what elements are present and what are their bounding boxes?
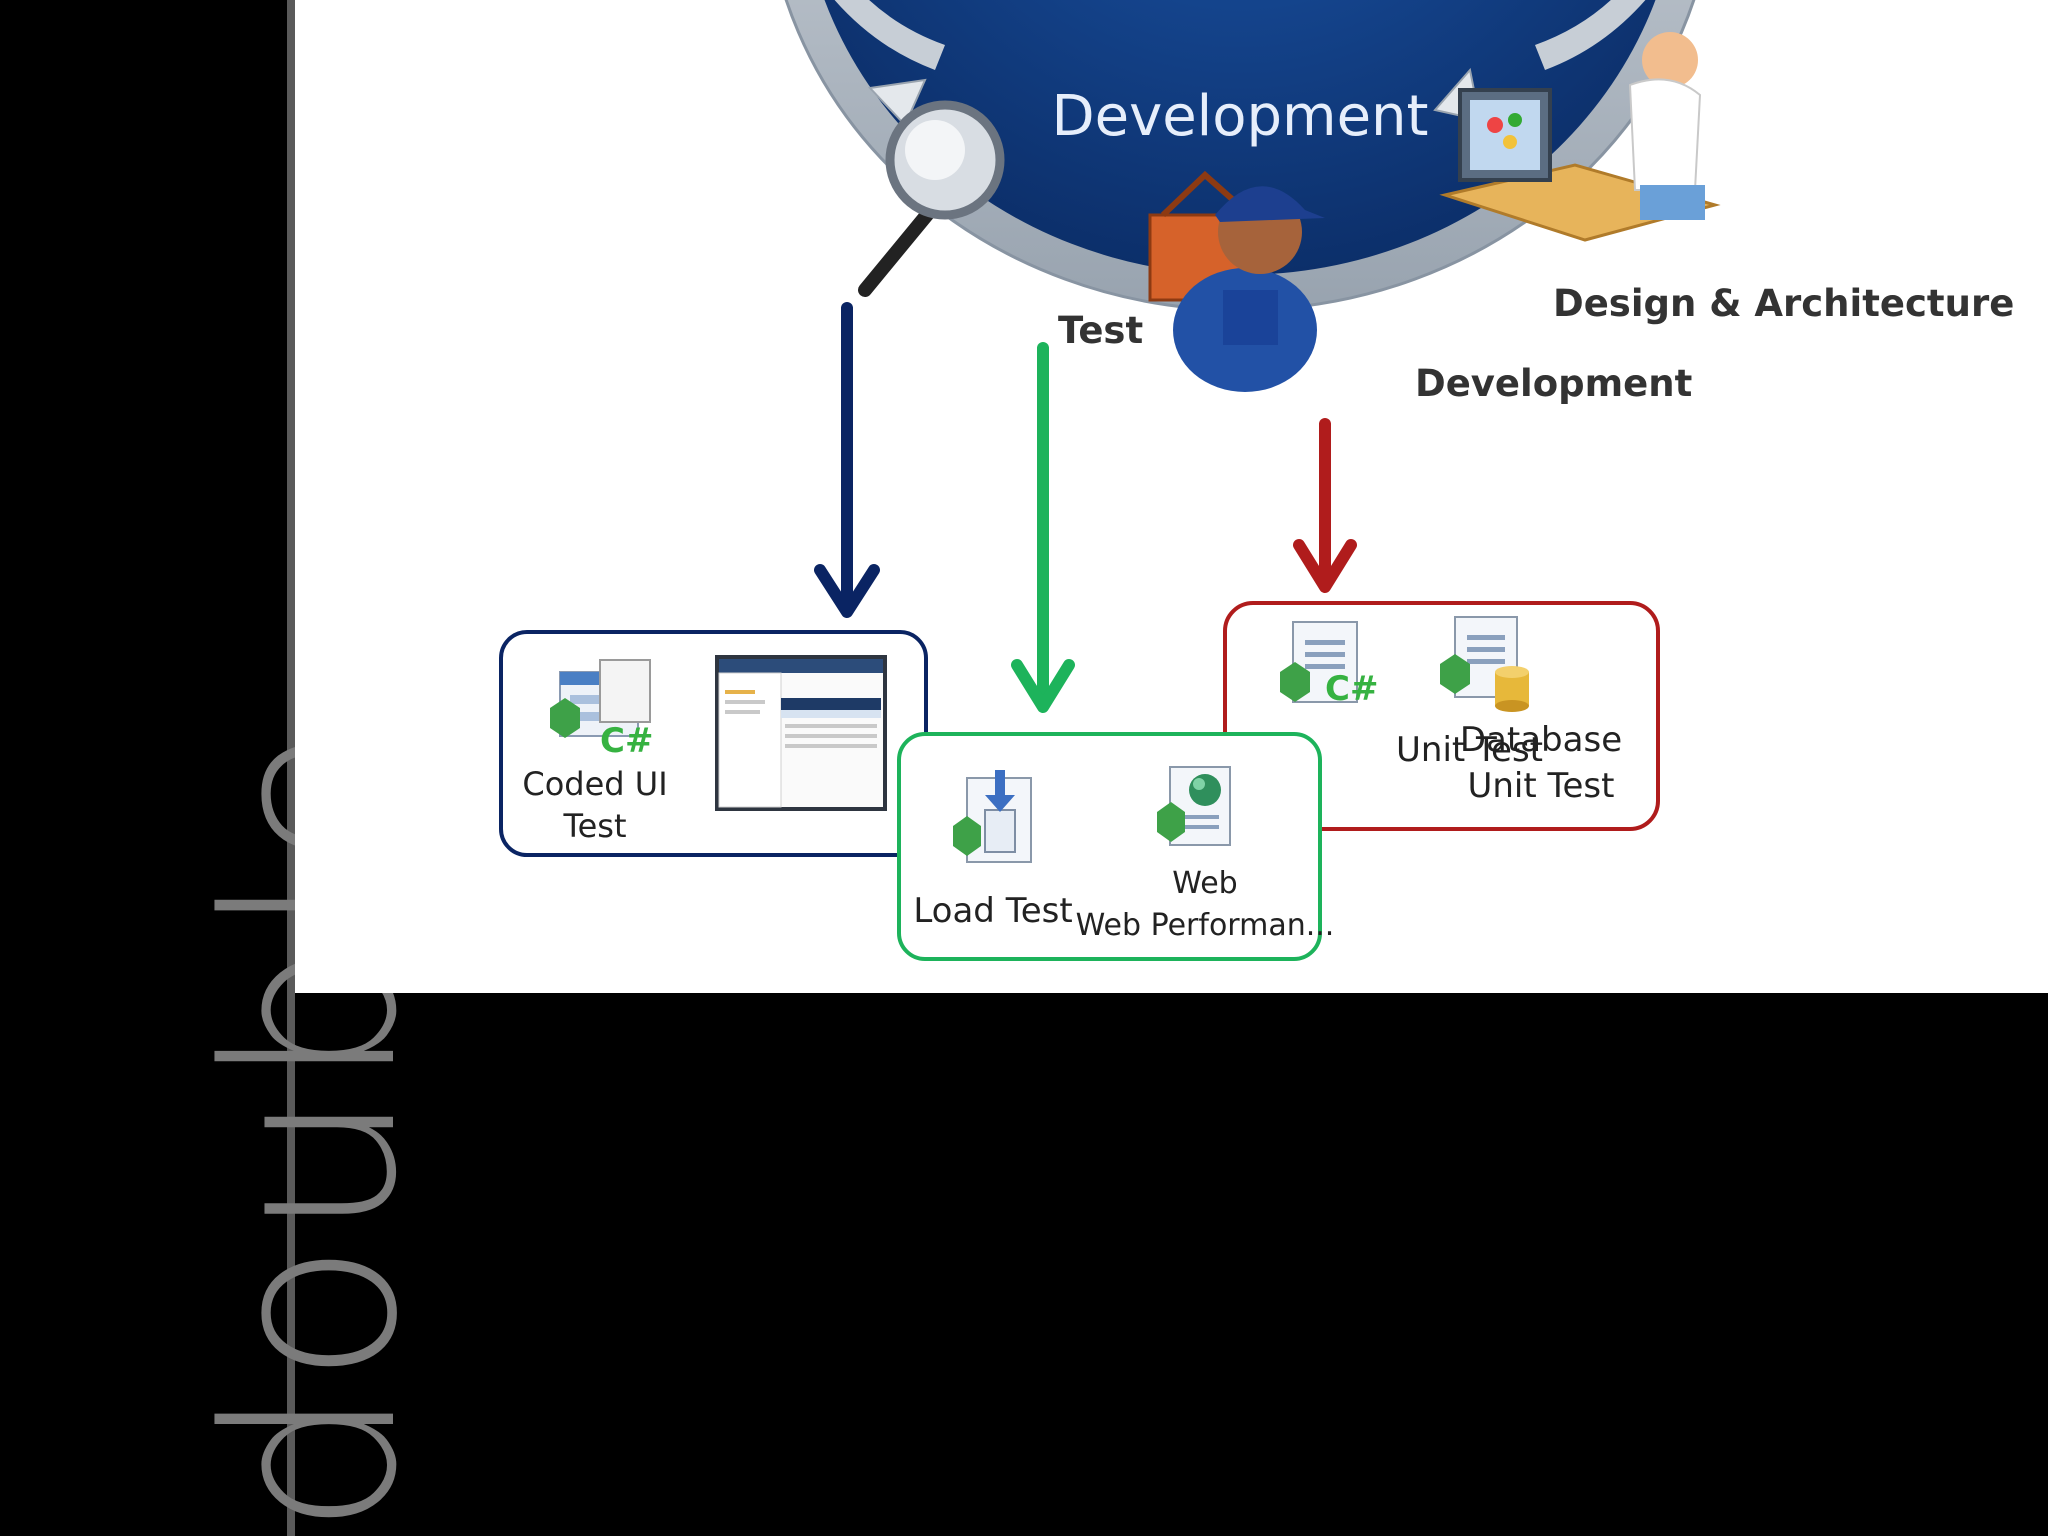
load-test-icon — [953, 770, 1032, 863]
svg-text:C#: C# — [1325, 669, 1378, 709]
label-development: Development — [1415, 362, 1692, 405]
web-performance-icon — [1157, 766, 1231, 846]
sidebar — [0, 0, 287, 1536]
green-arrow — [1011, 342, 1075, 713]
designer-icon — [1439, 32, 1721, 242]
database-unit-test-icon — [1440, 616, 1529, 712]
red-arrow — [1293, 418, 1357, 593]
app-screenshot-thumbnail — [715, 655, 887, 811]
unit-test-label: Unit Test — [1396, 730, 1543, 770]
blue-arrow — [814, 302, 880, 618]
wheel-center-label: Development — [1052, 84, 1429, 149]
label-test: Test — [1058, 309, 1143, 352]
diagram-stage: Development Test Design & Architecture D… — [295, 0, 2048, 993]
sidebar-divider — [287, 0, 295, 1536]
load-test-label: Load Test — [913, 891, 1072, 931]
developer-icon — [1148, 170, 1325, 392]
svg-text:C#: C# — [600, 721, 653, 761]
coded-ui-test-icon: C# — [550, 659, 653, 761]
unit-test-icon: C# — [1280, 621, 1378, 709]
magnifier-icon — [858, 100, 1005, 297]
lifecycle-diagram: Development Test Design & Architecture D… — [499, 0, 2014, 961]
label-design-architecture: Design & Architecture — [1553, 282, 2014, 325]
